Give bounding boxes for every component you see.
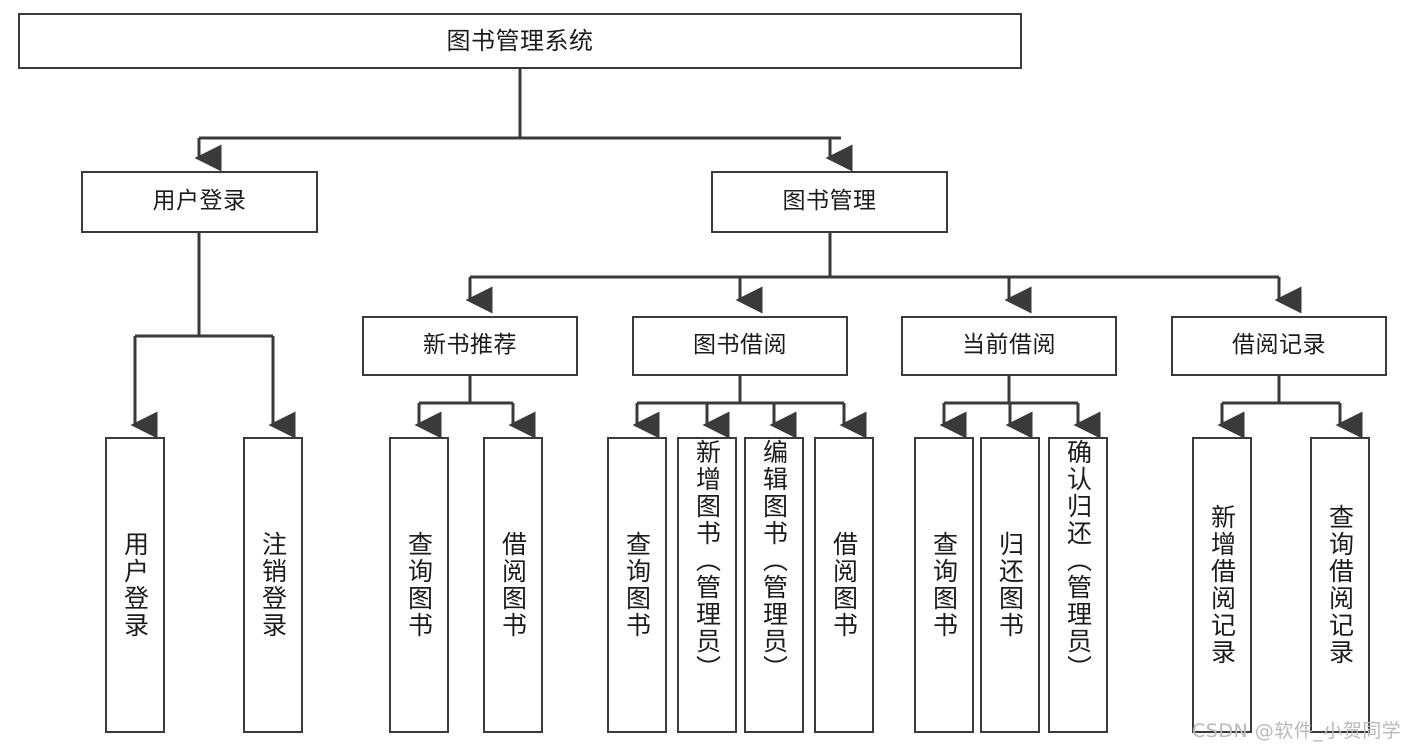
leaf-user-logout[interactable]: 注销登录 xyxy=(243,437,303,733)
leaf-borrow-book[interactable]: 借阅图书 xyxy=(814,437,874,733)
node-label: 确认归还（管理员） xyxy=(1063,439,1093,682)
leaf-confirm-return-admin[interactable]: 确认归还（管理员） xyxy=(1048,437,1108,733)
csdn-watermark: CSDN @软件_小贺同学 xyxy=(1192,720,1402,742)
node-label: 查询图书 xyxy=(404,531,434,639)
leaf-query-book-borrow[interactable]: 查询图书 xyxy=(607,437,667,733)
node-current-borrow[interactable]: 当前借阅 xyxy=(901,316,1117,376)
leaf-user-login[interactable]: 用户登录 xyxy=(105,437,165,733)
node-label: 新增图书（管理员） xyxy=(692,439,722,682)
leaf-edit-book-admin[interactable]: 编辑图书（管理员） xyxy=(744,437,804,733)
node-label: 图书管理 xyxy=(782,188,877,215)
node-label: 新增借阅记录 xyxy=(1207,504,1237,666)
node-borrow-record[interactable]: 借阅记录 xyxy=(1171,316,1387,376)
node-label: 当前借阅 xyxy=(962,332,1056,359)
leaf-return-book[interactable]: 归还图书 xyxy=(980,437,1040,733)
node-book-borrow[interactable]: 图书借阅 xyxy=(632,316,848,376)
node-label: 借阅记录 xyxy=(1232,332,1326,359)
node-label: 查询图书 xyxy=(622,531,652,639)
node-label: 借阅图书 xyxy=(498,531,528,639)
node-book-management[interactable]: 图书管理 xyxy=(711,171,948,233)
node-label: 编辑图书（管理员） xyxy=(759,439,789,682)
node-new-book-recommend[interactable]: 新书推荐 xyxy=(362,316,578,376)
leaf-borrow-book-recommend[interactable]: 借阅图书 xyxy=(483,437,543,733)
node-user-login[interactable]: 用户登录 xyxy=(81,171,318,233)
leaf-add-book-admin[interactable]: 新增图书（管理员） xyxy=(677,437,737,733)
node-label: 图书借阅 xyxy=(693,332,787,359)
node-label: 用户登录 xyxy=(152,188,247,215)
node-root-book-management-system[interactable]: 图书管理系统 xyxy=(18,13,1022,69)
node-label: 注销登录 xyxy=(258,531,288,639)
node-label: 用户登录 xyxy=(120,531,150,639)
leaf-query-borrow-record[interactable]: 查询借阅记录 xyxy=(1310,437,1370,733)
node-label: 归还图书 xyxy=(995,531,1025,639)
leaf-query-book-current[interactable]: 查询图书 xyxy=(914,437,974,733)
node-label: 图书管理系统 xyxy=(446,26,594,55)
leaf-add-borrow-record[interactable]: 新增借阅记录 xyxy=(1192,437,1252,733)
node-label: 查询借阅记录 xyxy=(1325,504,1355,666)
node-label: 新书推荐 xyxy=(423,332,517,359)
node-label: 借阅图书 xyxy=(829,531,859,639)
node-label: 查询图书 xyxy=(929,531,959,639)
leaf-query-book-recommend[interactable]: 查询图书 xyxy=(389,437,449,733)
